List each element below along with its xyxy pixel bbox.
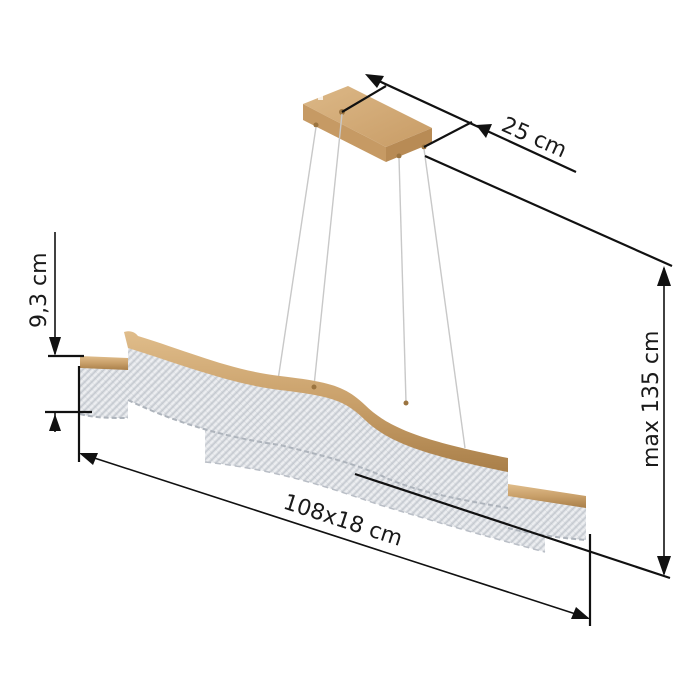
crystal-drops-lower-tier [204, 420, 546, 553]
dimension-max-height: max 135 cm [354, 154, 673, 580]
gold-wave-frame [80, 331, 586, 508]
max-height-label: max 135 cm [639, 331, 664, 468]
dimension-shade-height: 9,3 cm [27, 232, 92, 432]
suspension-wires [277, 113, 466, 449]
canopy-width-label: 25 cm [498, 113, 571, 164]
shade-height-label: 9,3 cm [27, 252, 52, 328]
crystal-drops-main [79, 344, 587, 541]
ceiling-canopy [303, 86, 432, 162]
